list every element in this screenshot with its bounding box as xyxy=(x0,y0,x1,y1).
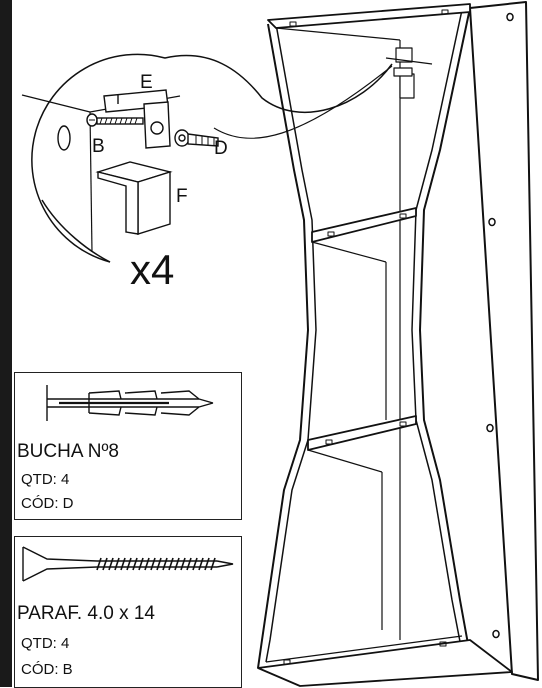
part-code: CÓD: D xyxy=(21,495,74,512)
shelf-lower xyxy=(307,415,417,451)
side-hole xyxy=(486,423,494,433)
part-qty: QTD: 4 xyxy=(21,471,70,488)
side-hole xyxy=(488,217,496,227)
left-border xyxy=(0,0,12,687)
cabinet xyxy=(257,1,539,687)
part-qty: QTD: 4 xyxy=(21,635,70,652)
screw-icon xyxy=(22,546,234,582)
hanger-part-f xyxy=(95,161,173,235)
part-card-screw: PARAF. 4.0 x 14 QTD: 4 CÓD: B xyxy=(14,536,242,688)
multiplier: x4 xyxy=(130,246,174,293)
wall-hole xyxy=(57,125,71,151)
side-hole xyxy=(506,12,514,22)
callout-f: F xyxy=(176,186,188,207)
side-hole xyxy=(492,629,500,639)
cabinet-front-right-outer xyxy=(419,7,471,656)
cabinet-front-right-inner xyxy=(411,9,463,653)
callout-e: E xyxy=(140,72,153,93)
part-code: CÓD: B xyxy=(21,661,73,678)
part-name: PARAF. 4.0 x 14 xyxy=(17,603,155,624)
shelf-upper xyxy=(311,207,417,243)
cabinet-front-left-outer xyxy=(257,23,309,669)
callout-d: D xyxy=(214,138,228,159)
cabinet-front-left-inner xyxy=(265,23,317,663)
bracket-part-e xyxy=(103,89,171,149)
callout-b: B xyxy=(92,136,105,157)
cabinet-side-panel xyxy=(469,1,539,681)
part-name: BUCHA Nº8 xyxy=(17,441,119,462)
wall-plug-icon xyxy=(46,385,214,421)
plug-part-d xyxy=(174,129,219,147)
mounting-bracket-small xyxy=(385,47,433,99)
part-card-wall-plug: BUCHA Nº8 QTD: 4 CÓD: D xyxy=(14,372,242,520)
cabinet-top-panel xyxy=(267,3,471,29)
magnifier-outline xyxy=(31,53,393,263)
cabinet-bottom-panel xyxy=(257,639,513,687)
screw-part-b xyxy=(86,113,144,127)
